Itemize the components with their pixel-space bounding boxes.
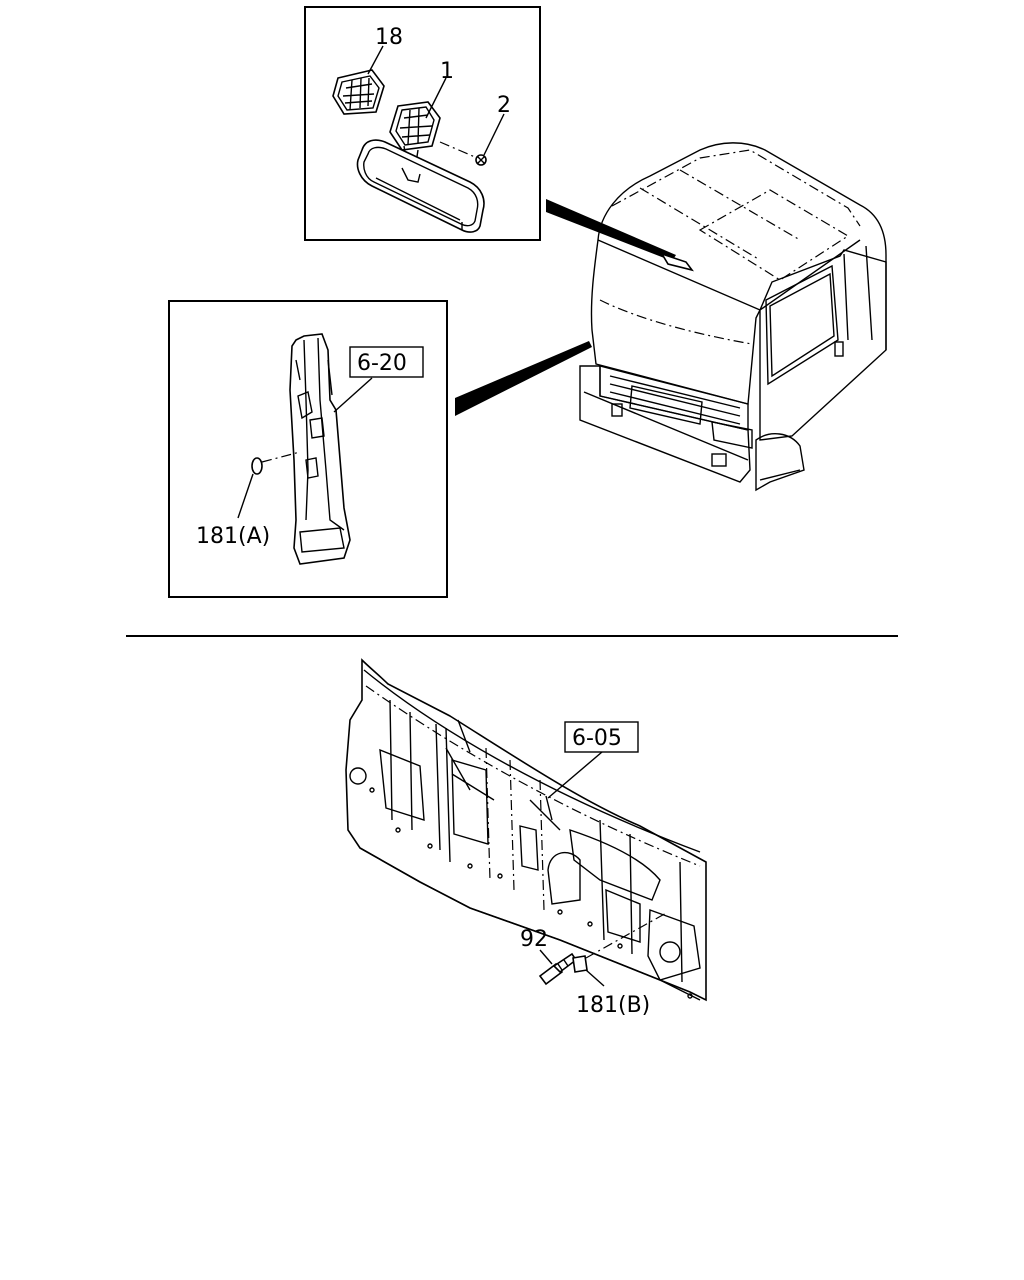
callout-1: 1 [440,59,454,84]
part-181a-plug [251,457,263,475]
part-2-screw [439,141,487,166]
leader-181b [585,969,605,987]
leader-1 [425,77,447,119]
callout-181a: 181(A) [196,524,270,549]
rearview-mirror [356,139,485,233]
leader-2 [483,113,505,156]
ref-box-6-20 [349,346,424,378]
dash-panel: 6-05 92 181(B) [345,658,707,1018]
ref-6-05: 6-05 [572,726,622,751]
pillar-inset: 181(A) 6-20 [168,300,448,598]
pillar-panel [289,333,351,565]
ref-6-20: 6-20 [357,351,407,376]
leader-6-05 [547,751,603,799]
leader-181a [237,473,254,519]
truck-cab [579,142,887,492]
callout-2: 2 [497,93,511,118]
part-92-bolt [538,952,578,986]
mirror-inset: 18 1 2 [304,6,541,241]
leader-18 [367,45,384,75]
callout-181b: 181(B) [576,993,650,1018]
pointer-wedge-mirror [546,199,676,261]
leader-92 [539,949,553,965]
leader-6-20 [333,377,373,413]
callout-92: 92 [520,927,548,952]
part-181b-plug [572,955,588,973]
part-18-pad [332,69,385,115]
callout-18: 18 [375,25,403,50]
pointer-wedge-pillar [455,341,592,416]
